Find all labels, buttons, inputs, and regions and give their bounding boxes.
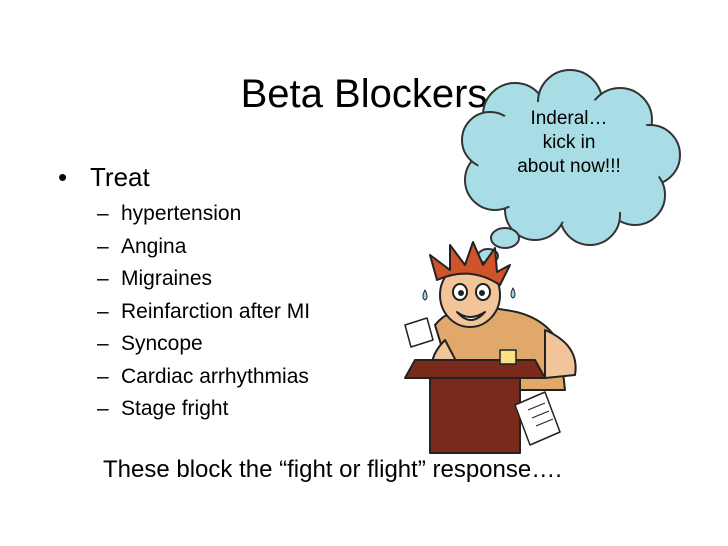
- list-item: –Cardiac arrhythmias: [97, 361, 310, 394]
- list-item: –Syncope: [97, 328, 310, 361]
- list-item: –Angina: [97, 231, 310, 264]
- thought-bubble-text: Inderal… kick in about now!!!: [495, 107, 643, 179]
- list-item-label: Syncope: [121, 332, 203, 355]
- footer-statement: These block the “fight or flight” respon…: [103, 456, 562, 483]
- dash-marker: –: [97, 332, 109, 355]
- list-item-label: Angina: [121, 234, 187, 258]
- illustration: [404, 69, 681, 454]
- sub-bullet-list: –hypertension –Angina –Migraines –Reinfa…: [97, 198, 310, 426]
- dash-marker: –: [97, 364, 109, 388]
- slide-title: Beta Blockers: [240, 72, 488, 116]
- list-item-label: Migraines: [121, 267, 213, 290]
- thought-line: kick in: [542, 132, 596, 153]
- thought-line: Inderal…: [530, 108, 608, 129]
- thought-bubble-icon: [461, 69, 681, 276]
- thought-line: about now!!!: [517, 156, 621, 177]
- dash-marker: –: [97, 202, 109, 225]
- dash-marker: –: [97, 397, 109, 420]
- list-item-label: Stage fright: [121, 397, 229, 420]
- bullet-marker: •: [58, 162, 68, 192]
- list-item-label: hypertension: [121, 202, 242, 225]
- dash-marker: –: [97, 234, 109, 258]
- list-item: –Stage fright: [97, 393, 310, 426]
- main-bullet-label: Treat: [90, 162, 150, 192]
- list-item: –hypertension: [97, 198, 310, 231]
- nervous-speaker-at-podium-icon: [404, 241, 577, 454]
- list-item-label: Cardiac arrhythmias: [121, 364, 309, 388]
- list-item-label: Reinfarction after MI: [121, 299, 311, 323]
- list-item: –Reinfarction after MI: [97, 296, 310, 329]
- dash-marker: –: [97, 267, 109, 290]
- main-bullet: • Treat: [58, 161, 150, 193]
- dash-marker: –: [97, 299, 109, 323]
- list-item: –Migraines: [97, 263, 310, 296]
